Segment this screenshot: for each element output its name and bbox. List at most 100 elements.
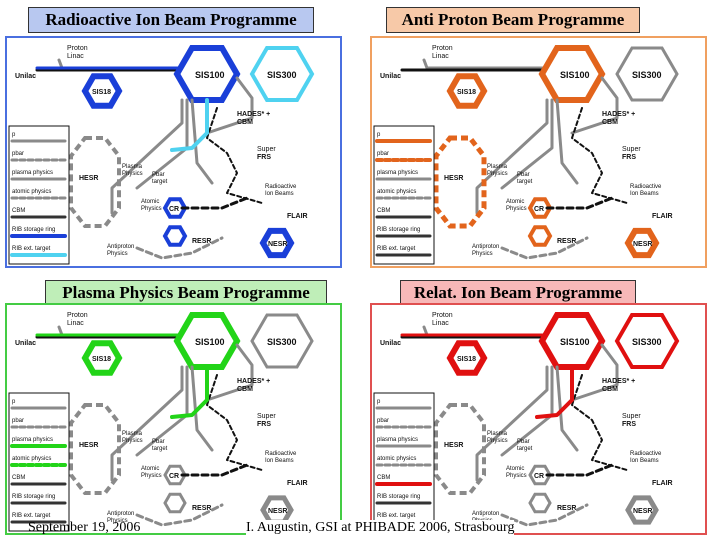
sis300-label: SIS300 bbox=[632, 70, 662, 80]
proton-label: Proton bbox=[67, 312, 88, 319]
legend-item-1: pbar bbox=[377, 151, 389, 157]
proton-beamline bbox=[422, 58, 554, 70]
legend-item-6: RIB ext. target bbox=[12, 513, 51, 519]
sis18-label: SIS18 bbox=[92, 89, 111, 96]
flair-label: FLAIR bbox=[287, 213, 308, 220]
ionbeams-label: Ion Beams bbox=[265, 458, 294, 464]
cr-label: CR bbox=[169, 473, 179, 480]
beamline-grey-4 bbox=[570, 343, 619, 402]
sis18-ring bbox=[446, 340, 488, 376]
resr-label: RESR bbox=[557, 238, 576, 245]
legend-box bbox=[373, 392, 435, 532]
resr-label: RESR bbox=[192, 505, 211, 512]
beamline-grey-1 bbox=[475, 365, 549, 482]
title-radioactive-ion-beam: Radioactive Ion Beam Programme bbox=[28, 7, 314, 33]
antiproton-physics-label: Physics bbox=[472, 251, 493, 257]
legend-item-0: p bbox=[12, 399, 16, 405]
hades-label: HADES* + bbox=[602, 111, 635, 118]
linac-label: Linac bbox=[67, 53, 84, 60]
hesr-ring bbox=[433, 135, 487, 229]
legend-item-2: plasma physics bbox=[377, 170, 418, 176]
flair-label: FLAIR bbox=[652, 480, 673, 487]
sis300-label: SIS300 bbox=[267, 337, 297, 347]
antiproton-dashed bbox=[500, 236, 589, 260]
super-label: Super bbox=[622, 146, 641, 153]
resr-ring bbox=[528, 492, 552, 514]
legend-item-1: pbar bbox=[377, 418, 389, 424]
cr-label: CR bbox=[534, 206, 544, 213]
antiproton-label: Antiproton bbox=[472, 511, 499, 517]
antiproton-physics-label: Physics bbox=[107, 251, 128, 257]
nesr-ring bbox=[259, 227, 295, 259]
frs-line bbox=[571, 107, 628, 204]
cr-ring bbox=[163, 464, 187, 486]
legend-item-1: pbar bbox=[12, 151, 24, 157]
legend-item-3: atomic physics bbox=[377, 456, 416, 462]
sis18-ring bbox=[81, 340, 123, 376]
legend-item-2: plasma physics bbox=[12, 170, 53, 176]
pbar-label: Pbar bbox=[517, 439, 530, 445]
footer-credit: I. Augustin, GSI at PHIBADE 2006, Strasb… bbox=[246, 520, 515, 536]
proton-label: Proton bbox=[432, 45, 453, 52]
pbar-label: Pbar bbox=[152, 439, 165, 445]
sis100-ring bbox=[173, 312, 241, 370]
legend-item-4: CBM bbox=[377, 208, 390, 214]
hesr-label: HESR bbox=[444, 442, 463, 449]
legend-item-0: p bbox=[377, 399, 381, 405]
frs-label: FRS bbox=[622, 421, 636, 428]
highlight-frs bbox=[170, 98, 209, 152]
nesr-ring bbox=[624, 227, 660, 259]
legend-item-6: RIB ext. target bbox=[377, 246, 416, 252]
sis100-label: SIS100 bbox=[560, 337, 590, 347]
beamline-grey-1 bbox=[110, 365, 184, 482]
atomic-label: Atomic bbox=[506, 466, 524, 472]
antiproton-label: Antiproton bbox=[107, 244, 134, 250]
beamline-grey-1 bbox=[110, 98, 184, 215]
atomic-label: Atomic bbox=[506, 199, 524, 205]
pbar-label: Pbar bbox=[152, 172, 165, 178]
highlight-frs bbox=[535, 365, 574, 419]
target-label: target bbox=[517, 179, 533, 185]
sis300-label: SIS300 bbox=[267, 70, 297, 80]
nesr-dashed-line bbox=[545, 463, 614, 477]
sis300-ring bbox=[250, 313, 314, 369]
super-label: Super bbox=[257, 413, 276, 420]
atomic-label: Atomic bbox=[141, 199, 159, 205]
cr-ring bbox=[528, 464, 552, 486]
frs-label: FRS bbox=[257, 421, 271, 428]
ionbeams-label: Ion Beams bbox=[630, 191, 659, 197]
radioactive-label: Radioactive bbox=[265, 451, 297, 457]
beamline-grey-3 bbox=[190, 365, 214, 452]
plasma-physics-label: Physics bbox=[122, 171, 143, 177]
legend-item-2: plasma physics bbox=[377, 437, 418, 443]
legend-box bbox=[8, 392, 70, 532]
nesr-dashed-line bbox=[545, 196, 614, 210]
cr-label: CR bbox=[534, 473, 544, 480]
legend-item-5: RIB storage ring bbox=[12, 494, 55, 500]
resr-label: RESR bbox=[192, 238, 211, 245]
hesr-ring bbox=[69, 403, 121, 495]
legend-item-4: CBM bbox=[377, 475, 390, 481]
sis300-ring bbox=[615, 46, 679, 102]
legend-box bbox=[8, 125, 70, 265]
plasma-label: Plasma bbox=[487, 164, 508, 170]
cbm-label: CBM bbox=[237, 119, 253, 126]
cr-label: CR bbox=[169, 206, 179, 213]
resr-ring bbox=[162, 225, 188, 247]
frs-line bbox=[206, 374, 263, 471]
plasma-physics-label: Physics bbox=[487, 171, 508, 177]
sis18-label: SIS18 bbox=[457, 356, 476, 363]
beamline-grey-3 bbox=[555, 365, 579, 452]
footer-date: September 19, 2006 bbox=[28, 520, 141, 535]
sis100-ring bbox=[173, 45, 241, 103]
proton-label: Proton bbox=[67, 45, 88, 52]
atomic-physics-label: Physics bbox=[506, 473, 527, 479]
